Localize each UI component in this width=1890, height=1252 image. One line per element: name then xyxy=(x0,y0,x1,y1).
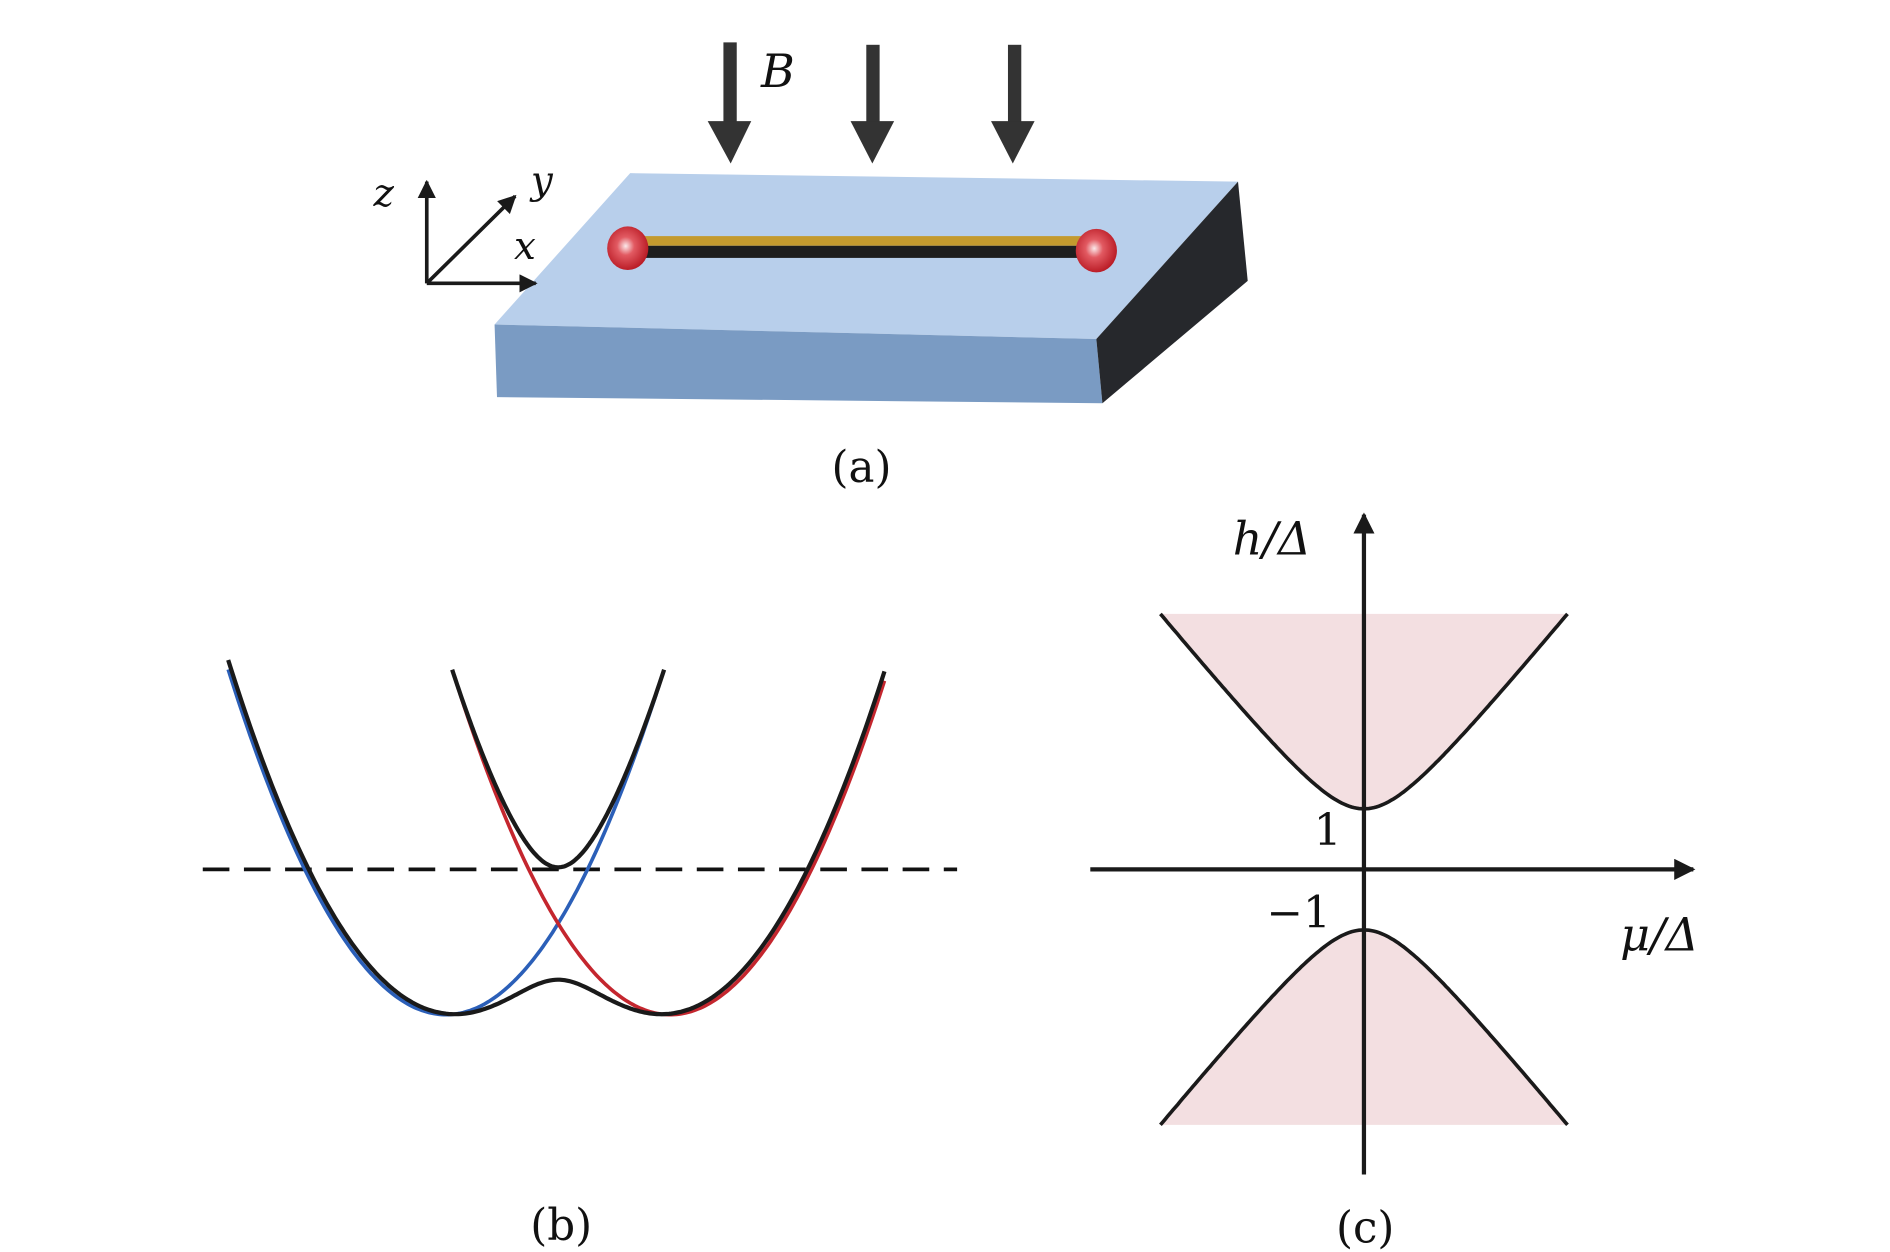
panel-b: (b) xyxy=(202,659,958,1251)
y-axis-label: y xyxy=(529,159,554,204)
tick-label-minus-1: −1 xyxy=(1266,888,1330,938)
spin-band-blue xyxy=(226,668,661,1017)
h-axis-label: h/Δ xyxy=(1233,512,1311,566)
tick-label-1: 1 xyxy=(1314,806,1342,856)
field-label: B xyxy=(760,44,795,98)
caption-a: (a) xyxy=(831,443,891,493)
coordinate-axes xyxy=(417,179,538,293)
field-arrow-icon xyxy=(991,44,1035,164)
substrate-slab xyxy=(494,173,1248,404)
hybridized-lower-band xyxy=(226,659,887,1017)
hybridized-upper-band xyxy=(450,669,667,870)
field-arrow-icon xyxy=(707,42,752,164)
nanowire xyxy=(626,236,1097,258)
panel-a: B z y x (a) xyxy=(372,42,1248,493)
field-arrow-icon xyxy=(850,44,895,164)
mu-axis-label: μ/Δ xyxy=(1620,908,1699,962)
x-axis-label: x xyxy=(514,224,536,269)
magnetic-field-arrows xyxy=(707,42,1035,164)
panel-c: h/Δ μ/Δ 1 −1 (c) xyxy=(1090,512,1699,1252)
majorana-mode-right xyxy=(1075,228,1117,273)
caption-c: (c) xyxy=(1336,1203,1394,1252)
z-axis-label: z xyxy=(372,171,394,216)
caption-b: (b) xyxy=(530,1201,592,1251)
majorana-mode-left xyxy=(607,226,649,271)
